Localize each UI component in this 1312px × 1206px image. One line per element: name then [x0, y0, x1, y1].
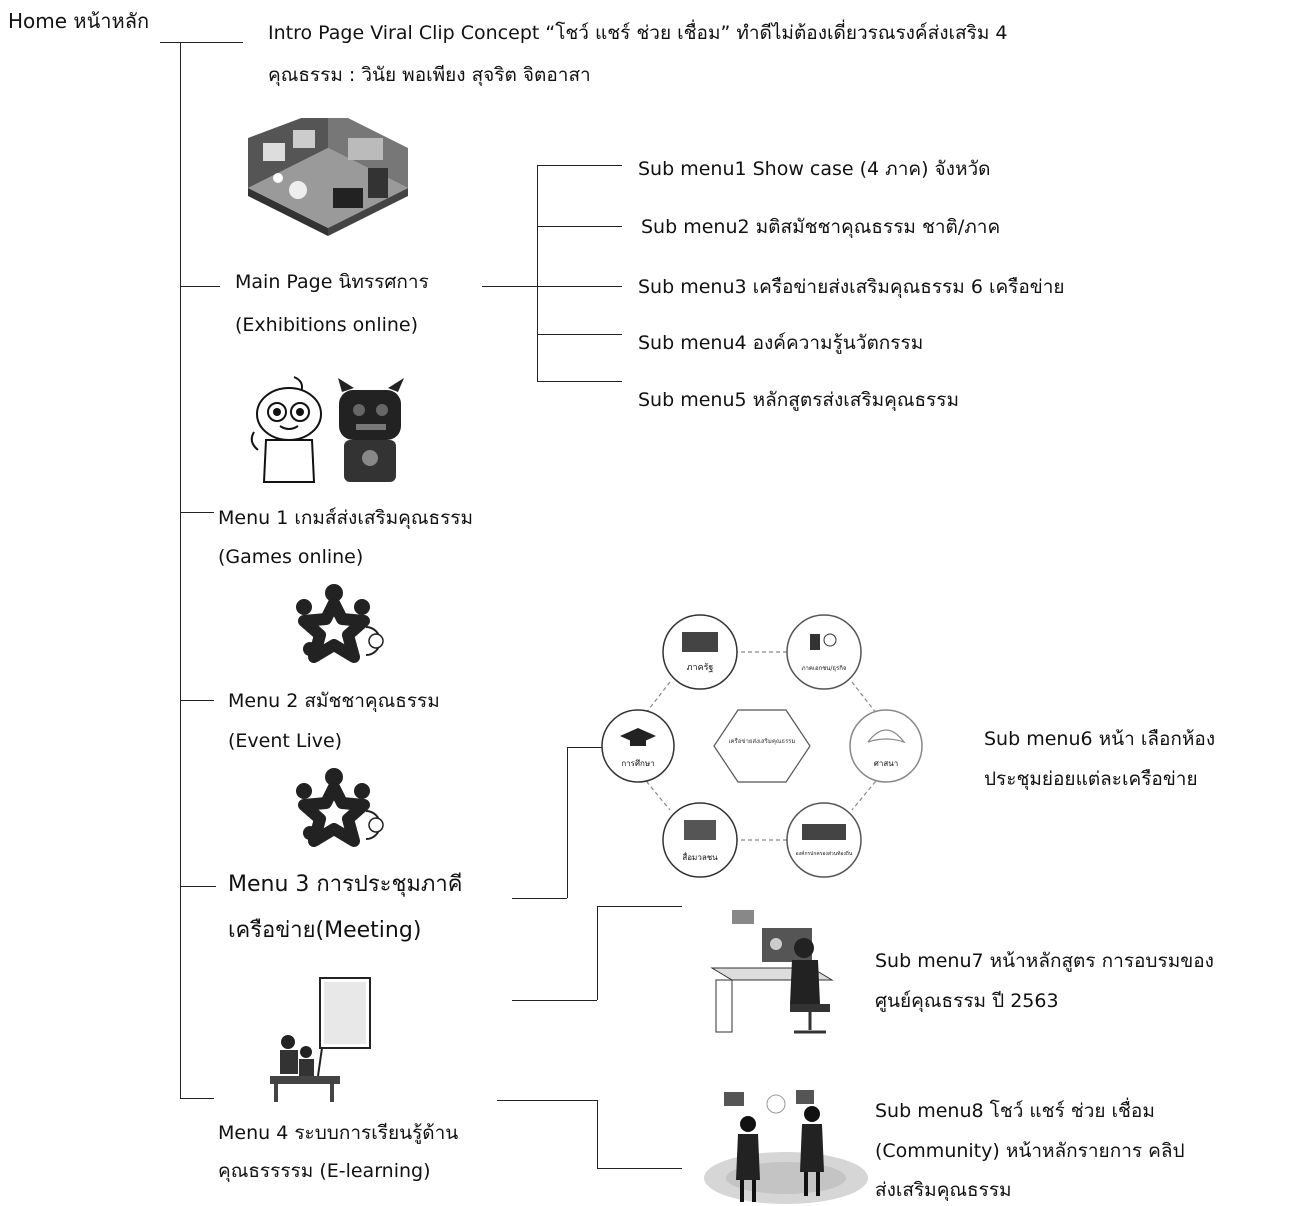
- connector: [512, 898, 567, 900]
- sub-menu-2: Sub menu2 มติสมัชชาคุณธรรม ชาติ/ภาค: [641, 216, 1001, 238]
- menu-3-sublabel: เครือข่าย(Meeting): [228, 918, 422, 943]
- menu-3-label: Menu 3 การประชุมภาคี: [228, 872, 463, 897]
- sub-menu-6-label: Sub menu6 หน้า เลือกห้อง: [984, 728, 1216, 750]
- mascots-icon: [250, 376, 404, 483]
- network-diagram: เครือข่ายส่งเสริมคุณธรรม ภาครัฐ ภาคเอกชน…: [601, 614, 923, 878]
- sub-menu-8-sublabel-2: ส่งเสริมคุณธรรม: [875, 1179, 1012, 1201]
- meeting-logo-icon: [296, 768, 384, 847]
- svg-text:ภาครัฐ: ภาครัฐ: [687, 663, 714, 673]
- network-center-hexagon: [713, 709, 811, 783]
- menu-2-sublabel: (Event Live): [228, 730, 343, 752]
- connector: [497, 1100, 597, 1102]
- connector: [597, 906, 682, 908]
- sub-menu-7-label: Sub menu7 หน้าหลักสูตร การอบรมของ: [875, 950, 1214, 972]
- menu-4-sublabel: คุณธรรรรม (E-learning): [218, 1160, 431, 1182]
- connector: [160, 42, 243, 44]
- connector: [512, 1000, 597, 1002]
- main-page-sublabel: (Exhibitions online): [235, 314, 419, 336]
- sub-menu-5: Sub menu5 หลักสูตรส่งเสริมคุณธรรม: [638, 389, 959, 411]
- svg-text:ภาคเอกชน/ธุรกิจ: ภาคเอกชน/ธุรกิจ: [802, 665, 847, 672]
- connector: [537, 226, 622, 228]
- main-page-label: Main Page นิทรรศการ: [235, 271, 429, 293]
- sub-menu-4: Sub menu4 องค์ความรู้นวัตกรรม: [638, 332, 924, 354]
- network-node-right: ศาสนา: [849, 709, 923, 783]
- connector: [180, 700, 214, 702]
- menu-1-label: Menu 1 เกมส์ส่งเสริมคุณธรรม: [218, 507, 474, 529]
- connector: [567, 747, 569, 898]
- connector: [537, 165, 539, 381]
- home-label: Home หน้าหลัก: [8, 9, 150, 33]
- connector: [537, 165, 622, 167]
- sub-menu-1: Sub menu1 Show case (4 ภาค) จังหวัด: [638, 158, 991, 180]
- connector: [537, 381, 622, 383]
- intro-line-1: Intro Page Viral Clip Concept “โชว์ แชร์…: [268, 22, 1008, 44]
- svg-text:การศึกษา: การศึกษา: [621, 759, 654, 768]
- menu-4-label: Menu 4 ระบบการเรียนรู้ด้าน: [218, 1122, 459, 1144]
- svg-text:ศาสนา: ศาสนา: [874, 759, 898, 768]
- sub-menu-3: Sub menu3 เครือข่ายส่งเสริมคุณธรรม 6 เคร…: [638, 276, 1065, 298]
- classroom-icon: [270, 977, 371, 1102]
- sub-menu-6-sublabel: ประชุมย่อยแต่ละเครือข่าย: [984, 768, 1198, 790]
- connector: [180, 286, 220, 288]
- trunk-line: [180, 42, 182, 1098]
- connector: [180, 512, 214, 514]
- connector: [567, 747, 602, 749]
- sub-menu-8-sublabel: (Community) หน้าหลักรายการ คลิป: [875, 1140, 1185, 1162]
- assembly-logo-icon: [296, 584, 384, 663]
- sub-menu-7-sublabel: ศูนย์คุณธรรม ปี 2563: [875, 990, 1059, 1012]
- intro-line-2: คุณธรรม : วินัย พอเพียง สุจริต จิตอาสา: [268, 64, 591, 86]
- connector: [597, 906, 599, 1000]
- svg-text:องค์กรปกครองส่วนท้องถิ่น: องค์กรปกครองส่วนท้องถิ่น: [796, 850, 853, 857]
- menu-1-sublabel: (Games online): [218, 546, 364, 568]
- sub-menu-8-label: Sub menu8 โชว์ แชร์ ช่วย เชื่อม: [875, 1100, 1155, 1122]
- svg-text:สื่อมวลชน: สื่อมวลชน: [682, 851, 718, 862]
- network-node-bottom-right: องค์กรปกครองส่วนท้องถิ่น: [786, 802, 862, 878]
- network-node-left: การศึกษา: [601, 709, 675, 783]
- network-center-label: เครือข่ายส่งเสริมคุณธรรม: [728, 737, 795, 745]
- connector: [180, 1098, 214, 1100]
- desk-computer-icon: [710, 910, 834, 1034]
- network-node-top-left: ภาครัฐ: [662, 614, 738, 690]
- connector: [537, 334, 622, 336]
- connector: [537, 286, 622, 288]
- connector: [482, 286, 537, 288]
- network-node-top-right: ภาคเอกชน/ธุรกิจ: [786, 614, 862, 690]
- connector: [180, 886, 216, 888]
- connector: [597, 1100, 599, 1168]
- exhibition-room-icon: [248, 118, 408, 236]
- community-people-icon: [704, 1090, 868, 1204]
- menu-2-label: Menu 2 สมัชชาคุณธรรม: [228, 690, 440, 712]
- network-node-bottom-left: สื่อมวลชน: [662, 802, 738, 878]
- connector: [597, 1168, 682, 1170]
